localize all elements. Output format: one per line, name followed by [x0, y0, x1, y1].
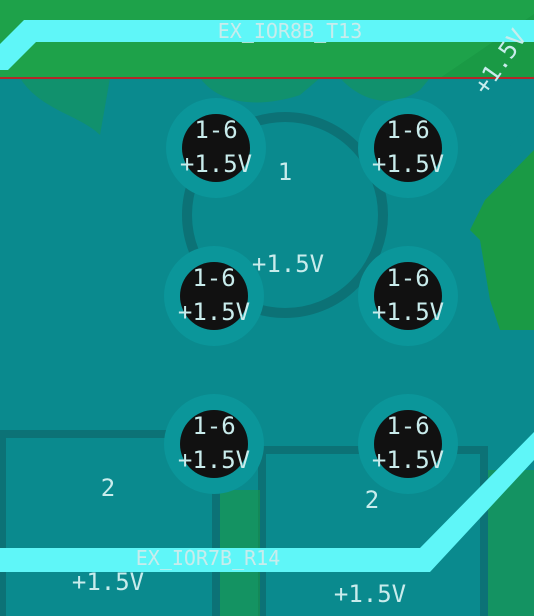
lower-pad-number: 2 — [365, 486, 379, 514]
green-layer-right — [470, 60, 534, 330]
lower-pad-net: +1.5V — [334, 580, 406, 608]
via-labels: 1-6 +1.5V 1-6 +1.5V 1-6 +1.5V 1-6 +1.5V … — [178, 116, 444, 474]
lower-pad-number: 2 — [101, 474, 115, 502]
via-hole[interactable] — [180, 410, 248, 478]
via-hole[interactable] — [374, 114, 442, 182]
trace-top[interactable] — [0, 20, 534, 70]
via-range-label: 1-6 — [192, 264, 235, 292]
via-range-label: 1-6 — [386, 412, 429, 440]
lower-pad-net: +1.5V — [72, 568, 144, 596]
via-range-label: 1-6 — [194, 116, 237, 144]
trace-top-label: EX_IOR8B_T13 — [218, 19, 363, 43]
trace-bottom-label: EX_IOR7B_R14 — [136, 546, 281, 570]
via-net-label: +1.5V — [372, 446, 444, 474]
via-net-label: +1.5V — [372, 150, 444, 178]
via-hole[interactable] — [374, 410, 442, 478]
via-range-label: 1-6 — [386, 116, 429, 144]
via-net-label: +1.5V — [372, 298, 444, 326]
via-group — [164, 98, 458, 494]
via-hole[interactable] — [182, 114, 250, 182]
trace-bottom[interactable] — [0, 432, 534, 572]
via-net-label: +1.5V — [178, 298, 250, 326]
lower-pad-left-outline — [0, 430, 220, 616]
via-range-label: 1-6 — [192, 412, 235, 440]
via-net-label: +1.5V — [178, 446, 250, 474]
center-pad-number: 1 — [278, 158, 292, 186]
via-hole[interactable] — [374, 262, 442, 330]
via-net-label: +1.5V — [180, 150, 252, 178]
via-hole[interactable] — [180, 262, 248, 330]
via-range-label: 1-6 — [386, 264, 429, 292]
copper-lobes — [20, 78, 430, 135]
center-pad-net: +1.5V — [252, 250, 324, 278]
